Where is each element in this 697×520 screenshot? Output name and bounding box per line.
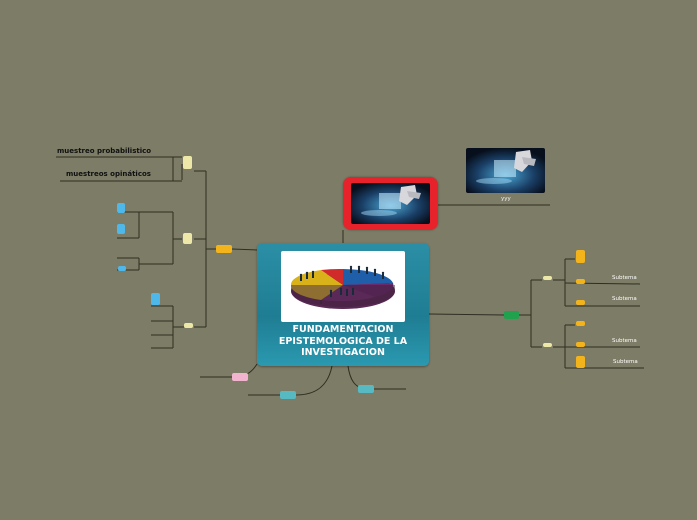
central-topic[interactable]: FUNDAMENTACION EPISTEMOLOGICA DE LA INVE… — [257, 243, 429, 366]
pie-people-image — [281, 251, 405, 322]
left-main-topic[interactable] — [216, 245, 232, 253]
tech-hand-image — [351, 183, 430, 224]
orange-node-5[interactable] — [576, 342, 585, 347]
pink-topic[interactable] — [232, 373, 248, 381]
orange-node-4[interactable] — [576, 321, 585, 326]
blue-node-3[interactable] — [118, 266, 126, 271]
cream-right-1[interactable] — [543, 276, 552, 280]
orange-node-6[interactable] — [576, 356, 585, 368]
muestreo-probabilistico-label[interactable]: muestreo probabilistico — [57, 147, 152, 155]
subtema-label-2[interactable]: Subtema — [612, 296, 637, 302]
cream-subtopic-low[interactable] — [184, 323, 193, 328]
cream-right-2[interactable] — [543, 343, 552, 347]
cream-subtopic-mid[interactable] — [183, 233, 192, 244]
right-main-topic[interactable] — [504, 311, 519, 319]
blue-node-4[interactable] — [151, 293, 160, 305]
blue-node-1[interactable] — [117, 203, 125, 213]
blue-node-2[interactable] — [117, 224, 125, 234]
red-image-topic[interactable] — [343, 177, 438, 230]
yyy-label[interactable]: yyy — [501, 196, 511, 202]
orange-node-2[interactable] — [576, 279, 585, 284]
central-topic-title: FUNDAMENTACION EPISTEMOLOGICA DE LA INVE… — [278, 324, 408, 358]
cream-subtopic-top[interactable] — [183, 156, 192, 169]
tech-image-node[interactable] — [466, 148, 545, 193]
muestreos-opinaticos-label[interactable]: muestreos opináticos — [66, 170, 151, 178]
teal-topic-1[interactable] — [280, 391, 296, 399]
teal-topic-2[interactable] — [358, 385, 374, 393]
orange-node-3[interactable] — [576, 300, 585, 305]
orange-node-1[interactable] — [576, 250, 585, 263]
subtema-label-4[interactable]: Subtema — [613, 359, 638, 365]
subtema-label-1[interactable]: Subtema — [612, 275, 637, 281]
subtema-label-3[interactable]: Subtema — [612, 338, 637, 344]
